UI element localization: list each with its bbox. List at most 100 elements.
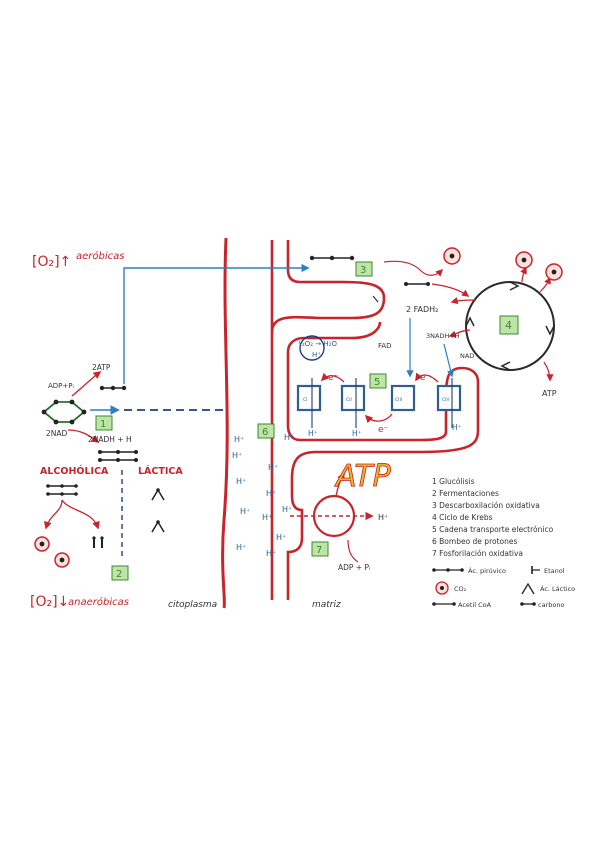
- legend-item-4: 4 Ciclo de Krebs: [432, 513, 493, 522]
- fad-label: FAD: [378, 342, 392, 350]
- step-5-number: 5: [374, 377, 380, 388]
- krebs-atp-arrow: [543, 361, 554, 382]
- glucose-molecule: [41, 399, 87, 425]
- step-4-number: 4: [505, 319, 512, 332]
- nadh-to-complex-arrow: [443, 343, 455, 378]
- electron-flow-3: [415, 372, 439, 383]
- decarboxylation-arrow: [383, 260, 444, 277]
- complex-3-label: CIII: [395, 397, 402, 403]
- aerobic-label: aeróbicas: [76, 250, 124, 262]
- acetyl-entry-arrow: [431, 283, 470, 297]
- step-3-number: 3: [360, 265, 366, 276]
- key-carbon-label: carbono: [538, 601, 564, 609]
- key-acetyl-symbol: [432, 602, 456, 606]
- step-1-badge: [95, 415, 113, 431]
- electron-flow-1: [320, 372, 345, 383]
- key-acetyl-label: Acetil CoA: [458, 601, 492, 609]
- krebs-co2-arrow-1: [520, 266, 527, 283]
- electron-flow-2: [364, 413, 393, 424]
- key-lactic-label: Ác. Láctico: [540, 584, 575, 593]
- legend-item-5: 5 Cadena transporte electrónico: [432, 525, 554, 534]
- krebs-arrow-bottom: [500, 361, 511, 371]
- proton-matrix-label: H⁺: [378, 513, 388, 522]
- adp-entry-arrow: [347, 539, 359, 563]
- acetyl-to-krebs: [404, 282, 430, 286]
- legend: 1 Glucólisis 2 Fermentaciones 3 Descarbo…: [432, 477, 575, 609]
- proton-7: H⁺: [240, 507, 250, 516]
- inner-membrane-upper: [270, 240, 386, 333]
- step-5-badge: [369, 373, 387, 389]
- atp-release-arrow: [335, 472, 345, 497]
- alcoholic-pyruvate: [46, 484, 78, 496]
- proton-out-1: H⁺: [308, 429, 318, 438]
- krebs-arrow-top: [509, 281, 520, 291]
- krebs-atp-label: ATP: [542, 389, 557, 398]
- legend-item-7: 7 Fosforilación oxidativa: [432, 549, 523, 558]
- key-co2-label: CO₂: [454, 585, 467, 593]
- key-ethanol-label: Etanol: [544, 567, 565, 575]
- cell-membrane: [221, 237, 229, 609]
- proton-12: H⁺: [276, 533, 286, 542]
- fadh2-arrow: [450, 297, 477, 305]
- step-1-number: 1: [100, 419, 106, 430]
- nadh-label: 2NADH + H: [88, 435, 132, 444]
- step-6-number: 6: [262, 427, 268, 438]
- proton-out-4: H⁺: [452, 423, 462, 432]
- proton-out-2: H⁺: [352, 429, 362, 438]
- proton-2: H⁺: [284, 433, 294, 442]
- nad-mito-label: NAD: [460, 352, 474, 360]
- electron-label-1: e⁻: [328, 373, 339, 383]
- water-proton: H⁺: [312, 351, 321, 359]
- step-6-badge: [257, 423, 275, 439]
- oxygen-high-text: [O₂]↑: [32, 254, 71, 270]
- pyruvate-transport-arrow: [123, 263, 310, 384]
- krebs-co2-1-core: [521, 257, 527, 263]
- adp-pi-label: ADP+Pᵢ: [48, 382, 74, 390]
- key-ethanol-symbol: [531, 566, 540, 574]
- proton-3: H⁺: [232, 451, 242, 460]
- proton-1: H⁺: [234, 435, 244, 444]
- inner-membrane-crista: [286, 321, 480, 600]
- lactic-molecules: [151, 488, 165, 533]
- ethanol-branch-arrow: [61, 499, 100, 530]
- membrane-tick: [372, 295, 379, 303]
- proton-9: H⁺: [282, 505, 292, 514]
- nadh-mito-label: 3NADH+H: [426, 332, 460, 340]
- complex-4-label: CIV: [442, 397, 450, 403]
- co2-released-3-core: [449, 253, 455, 259]
- complex-3: [390, 384, 416, 412]
- complex-4: [436, 384, 462, 412]
- legend-item-2: 2 Fermentaciones: [432, 489, 499, 498]
- key-pyruvic-label: Ác. pirúvico: [468, 566, 506, 575]
- nadh-out-arrow: [67, 429, 100, 443]
- acetyl-coa: [309, 255, 355, 261]
- nadh-arrow: [448, 329, 471, 338]
- co2-molecules: [34, 536, 70, 568]
- step-4-badge: [499, 315, 519, 335]
- complex-2-label: CII: [346, 397, 352, 403]
- complex-1-label: CI: [303, 397, 307, 403]
- lactic-label: LÁCTICA: [138, 465, 183, 477]
- key-co2-symbol-core: [440, 586, 444, 590]
- legend-item-6: 6 Bombeo de protones: [432, 537, 517, 546]
- krebs-co2-2-core: [551, 269, 557, 275]
- krebs-arrow-left: [465, 316, 475, 327]
- proton-5: H⁺: [236, 477, 246, 486]
- step-2-number: 2: [116, 569, 122, 580]
- atp-label: 2ATP: [92, 363, 111, 372]
- intermembrane-protons: H⁺ H⁺ H⁺ H⁺ H⁺ H⁺ H⁺ H⁺ H⁺ H⁺ H⁺ H⁺: [232, 433, 294, 558]
- krebs-arrow-right: [545, 325, 555, 336]
- pyruvate-lower: [98, 450, 138, 462]
- step-7-number: 7: [316, 545, 322, 556]
- oxygen-low-text: [O₂]↓: [30, 594, 69, 610]
- proton-10: H⁺: [236, 543, 246, 552]
- atp-out-arrow: [71, 371, 102, 397]
- step-3-badge: [355, 261, 373, 277]
- alcoholic-label: ALCOHÓLICA: [40, 465, 109, 477]
- atp-big-label: ATP: [334, 459, 392, 494]
- matrix-label: matriz: [312, 600, 341, 610]
- water-formation-circle: [299, 335, 325, 361]
- proton-6: H⁺: [266, 489, 276, 498]
